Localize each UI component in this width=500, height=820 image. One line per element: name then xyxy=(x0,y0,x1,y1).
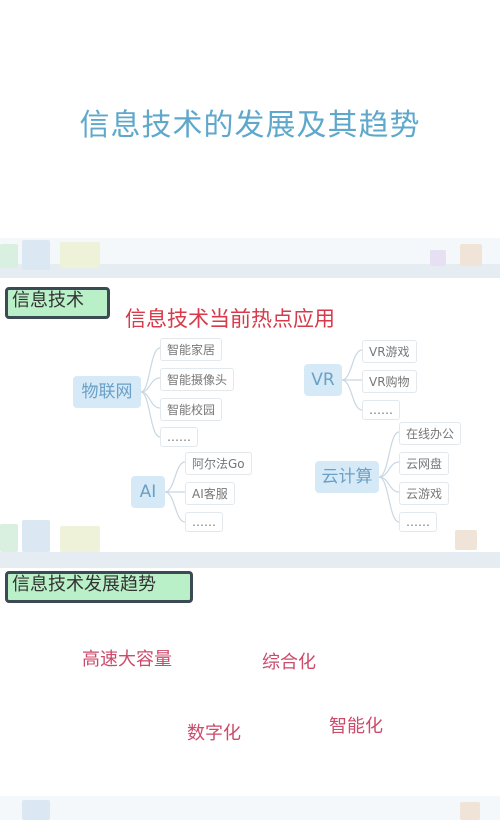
page-title: 信息技术的发展及其趋势 xyxy=(79,108,421,143)
leaf-smart-campus: 智能校园 xyxy=(160,398,223,421)
node-cloud: 云计算 xyxy=(315,461,379,493)
decorative-banner xyxy=(0,796,500,820)
leaf-vr-shopping: VR购物 xyxy=(362,370,417,393)
leaf-alphago: 阿尔法Go xyxy=(185,452,252,475)
leaf-cloud-more: …… xyxy=(399,512,437,532)
leaf-ai-service: AI客服 xyxy=(185,482,235,505)
trend-high-speed: 高速大容量 xyxy=(82,649,172,670)
trend-integration: 综合化 xyxy=(262,652,316,673)
node-ai: AI xyxy=(131,476,165,508)
decorative-banner xyxy=(0,520,500,568)
leaf-smart-home: 智能家居 xyxy=(160,338,223,361)
section-label-trends: 信息技术发展趋势 xyxy=(5,571,193,603)
trend-intelligence: 智能化 xyxy=(329,716,383,737)
node-vr: VR xyxy=(304,364,342,396)
decorative-banner xyxy=(0,238,500,278)
leaf-vr-more: …… xyxy=(362,400,400,420)
section-label-info-tech: 信息技术 xyxy=(5,287,110,319)
leaf-smart-camera: 智能摄像头 xyxy=(160,368,235,391)
leaf-online-office: 在线办公 xyxy=(399,422,462,445)
leaf-cloud-games: 云游戏 xyxy=(399,482,450,505)
leaf-iot-more: …… xyxy=(160,427,198,447)
trend-digitalization: 数字化 xyxy=(187,723,241,744)
node-iot: 物联网 xyxy=(73,376,141,408)
leaf-vr-games: VR游戏 xyxy=(362,340,417,363)
leaf-ai-more: …… xyxy=(185,512,223,532)
leaf-cloud-drive: 云网盘 xyxy=(399,452,450,475)
hot-applications-heading: 信息技术当前热点应用 xyxy=(125,307,335,331)
